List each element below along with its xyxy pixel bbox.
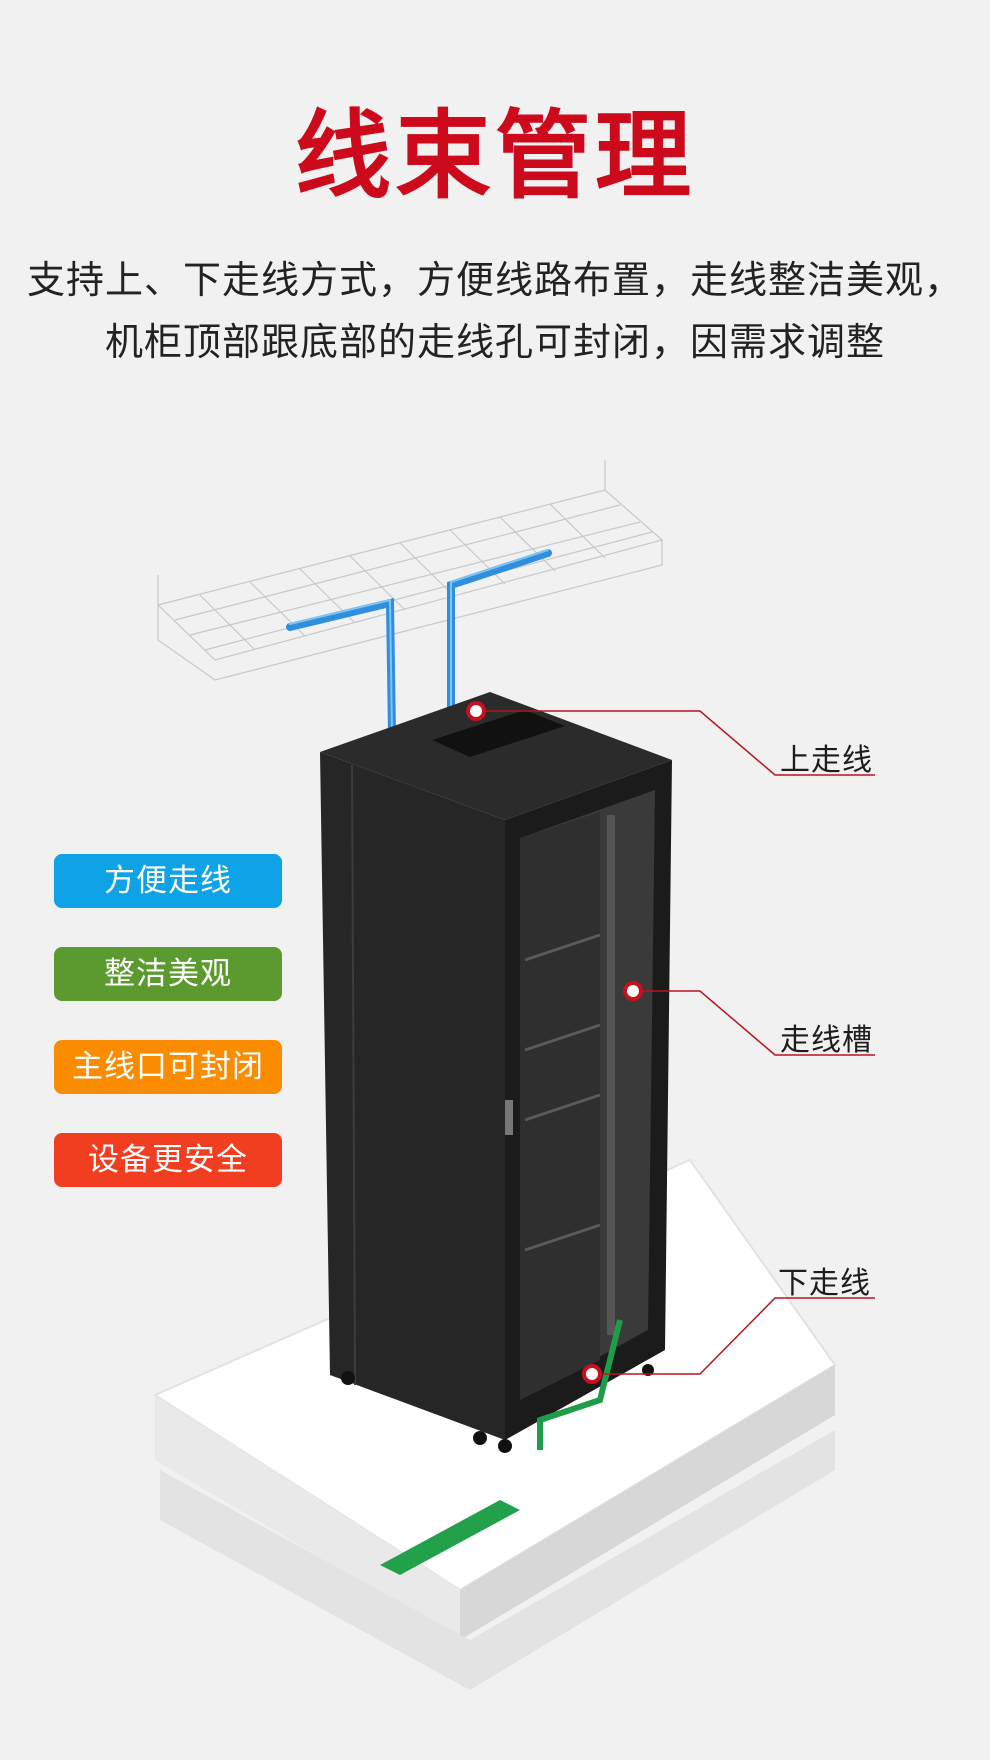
callout-top-routing: 上走线: [780, 743, 873, 778]
description-line-1: 支持上、下走线方式，方便线路布置，走线整洁美观，: [26, 258, 963, 302]
top-cables: [286, 549, 552, 739]
callout-lines: [476, 710, 875, 1375]
callout-cable-trough: 走线槽: [780, 1023, 873, 1058]
server-cabinet: [320, 692, 672, 1453]
callout-dots: [466, 701, 643, 1384]
cable-tray: [156, 460, 664, 681]
callout-bottom-routing: 下走线: [778, 1266, 871, 1301]
page-title: 线束管理: [295, 100, 695, 212]
feature-badge-neat: 整洁美观: [54, 947, 282, 1001]
feature-badge-safer: 设备更安全: [54, 1133, 282, 1187]
feature-badge-sealable-port: 主线口可封闭: [54, 1040, 282, 1094]
description-line-2: 机柜顶部跟底部的走线孔可封闭，因需求调整: [104, 320, 885, 364]
feature-badge-easy-routing: 方便走线: [54, 854, 282, 908]
